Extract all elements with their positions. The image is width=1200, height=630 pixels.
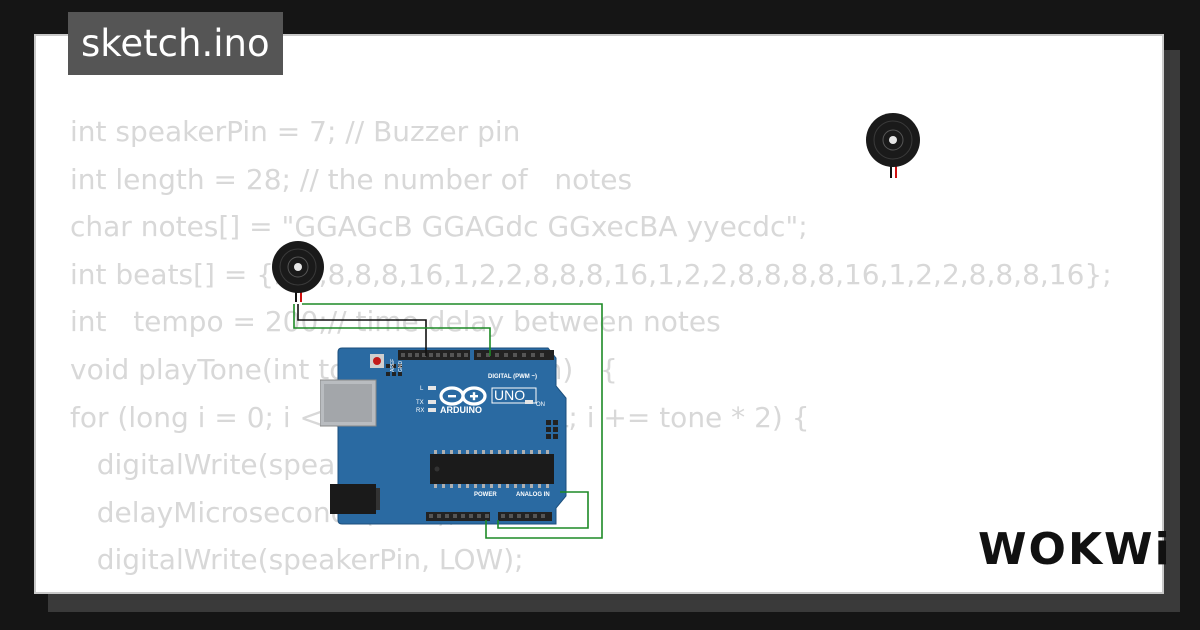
- tx-label: TX: [416, 400, 424, 406]
- power-header: [426, 512, 490, 521]
- code-line: int beats[] = {2,2,8,8,8,16,1,2,2,8,8,8,…: [70, 257, 1112, 291]
- code-line: int length = 28; // the number of notes: [70, 162, 633, 196]
- l-label: L: [420, 386, 424, 392]
- wire-gnd[interactable]: [297, 304, 427, 356]
- on-label: ON: [536, 402, 545, 408]
- arduino-brand: ARDUINO: [440, 405, 482, 415]
- arduino-uno-board[interactable]: AREF GND DIGITAL (PWM ~) L TX RX ARDUINO…: [320, 346, 570, 526]
- wire-power[interactable]: [302, 303, 603, 539]
- buzzer-unconnected[interactable]: [864, 112, 922, 180]
- power-label: POWER: [474, 492, 497, 498]
- file-tab[interactable]: sketch.ino: [68, 12, 283, 75]
- on-led: [525, 400, 533, 404]
- aref-label: AREF: [390, 359, 396, 372]
- uno-model: UNO: [494, 387, 525, 403]
- power-jack: [330, 484, 376, 514]
- wokwi-logo: WOKWi: [978, 524, 1172, 575]
- atmega-chip: [430, 454, 554, 484]
- tx-led: [428, 400, 436, 404]
- buzzer-connected[interactable]: [270, 240, 326, 302]
- l-led: [428, 386, 436, 390]
- code-line: digitalWrite(speakerPin, LOW);: [70, 543, 524, 577]
- rx-led: [428, 408, 436, 412]
- gnd-label: GND: [398, 361, 404, 373]
- digital-header-left: [398, 350, 470, 360]
- analog-label: ANALOG IN: [516, 492, 550, 498]
- digital-label: DIGITAL (PWM ~): [488, 374, 537, 380]
- code-line: int tempo = 200;// time delay between no…: [70, 305, 721, 339]
- arduino-infinity-icon: [439, 386, 487, 406]
- wire-pin7[interactable]: [293, 304, 491, 356]
- wire-analog[interactable]: [497, 491, 589, 529]
- code-line: int speakerPin = 7; // Buzzer pin: [70, 115, 521, 148]
- reset-button[interactable]: [373, 357, 381, 365]
- code-line: char notes[] = "GGAGcB GGAGdc GGxecBA yy…: [70, 210, 808, 244]
- rx-label: RX: [416, 408, 424, 414]
